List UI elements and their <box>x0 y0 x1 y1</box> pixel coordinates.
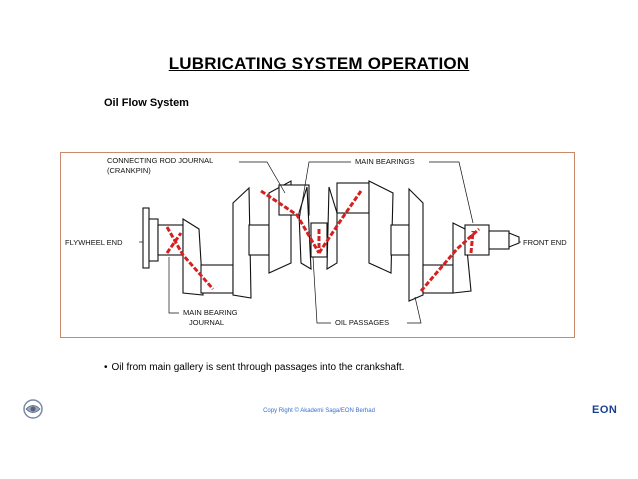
oil-passage-1 <box>165 226 215 290</box>
leader-main-bearings-2 <box>429 161 474 224</box>
label-journal: JOURNAL <box>189 318 224 327</box>
leader-oil-passage-1 <box>312 256 331 324</box>
leader-main-journal <box>168 257 179 314</box>
main-journal-2 <box>248 224 270 256</box>
label-front-end: FRONT END <box>523 238 567 247</box>
crankshaft-drawing: CONNECTING ROD JOURNAL (CRANKPIN) MAIN B… <box>65 156 567 327</box>
crankshaft-diagram: CONNECTING ROD JOURNAL (CRANKPIN) MAIN B… <box>60 152 575 338</box>
oil-passage-lines <box>165 189 481 292</box>
label-main-bearings: MAIN BEARINGS <box>355 157 415 166</box>
crankpin-3 <box>336 182 370 214</box>
crankpin-4 <box>422 264 454 294</box>
copyright-footer: Copy Right © Akademi Saga/EON Berhad <box>263 408 375 414</box>
oil-passage-4 <box>317 190 363 254</box>
slide-subtitle: Oil Flow System <box>104 97 189 109</box>
front-snout <box>488 230 510 250</box>
leader-main-bearings-1 <box>298 161 351 222</box>
bullet-item: •Oil from main gallery is sent through p… <box>104 362 404 373</box>
oil-passage-7 <box>469 230 475 254</box>
front-taper <box>508 232 520 248</box>
leader-oil-passage-2 <box>407 296 422 324</box>
flywheel-hub <box>148 218 159 262</box>
crank-web-7 <box>408 187 424 302</box>
main-journal-5 <box>464 224 490 256</box>
flywheel-flange <box>142 207 150 269</box>
bullet-dot: • <box>104 362 108 373</box>
eon-logo: EON <box>592 404 618 416</box>
crank-web-6 <box>368 180 394 274</box>
slide-title: LUBRICATING SYSTEM OPERATION <box>168 54 470 73</box>
label-oil-passages: OIL PASSAGES <box>335 318 389 327</box>
bullet-text: Oil from main gallery is sent through pa… <box>111 362 405 373</box>
label-conn-rod-journal: CONNECTING ROD JOURNAL <box>107 156 213 165</box>
label-main-bearing: MAIN BEARING <box>183 308 238 317</box>
crank-web-1 <box>182 218 204 296</box>
oil-passage-2 <box>165 232 183 254</box>
akademi-saga-logo-icon <box>23 399 43 419</box>
leader-conn-rod <box>239 161 286 194</box>
oil-passage-3 <box>260 189 321 254</box>
crank-web-2 <box>232 186 252 299</box>
oil-passage-6 <box>419 227 481 292</box>
label-crankpin: (CRANKPIN) <box>107 166 151 175</box>
main-journal-4 <box>390 224 410 256</box>
crankpin-1 <box>200 264 234 294</box>
leader-lines <box>139 161 521 324</box>
label-flywheel-end: FLYWHEEL END <box>65 238 123 247</box>
